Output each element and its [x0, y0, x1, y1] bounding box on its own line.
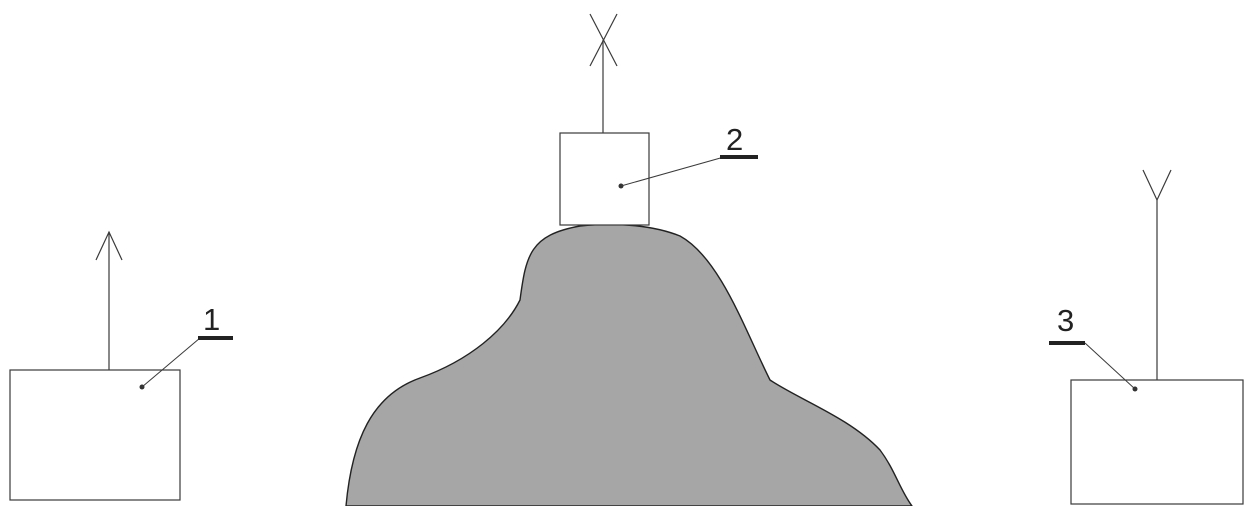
- station-3-label: 3: [1057, 303, 1074, 338]
- station-3: 3: [1049, 170, 1243, 504]
- station-2: 2: [560, 14, 758, 225]
- station-1-label: 1: [203, 302, 220, 337]
- station-3-box: [1071, 380, 1243, 504]
- station-1-box: [10, 370, 180, 500]
- y-antenna-icon: [1143, 170, 1171, 200]
- station-2-label: 2: [726, 122, 743, 157]
- station-2-box: [560, 133, 649, 225]
- station-1: 1: [10, 232, 233, 500]
- hill-shape: [346, 224, 912, 506]
